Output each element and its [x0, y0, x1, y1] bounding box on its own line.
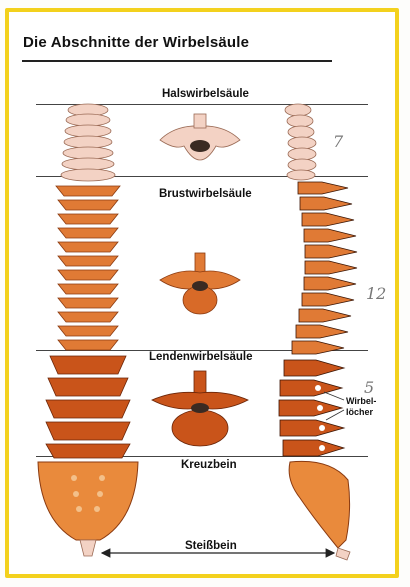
- side-coccyx: [336, 548, 350, 560]
- front-sacrum: [38, 462, 138, 540]
- front-spine-view: [38, 104, 138, 556]
- side-lumbar-vertebrae: [279, 360, 344, 456]
- side-thoracic-vertebrae: [292, 182, 357, 354]
- front-cervical-vertebrae: [61, 104, 115, 181]
- front-lumbar-vertebrae: [46, 356, 130, 458]
- front-coccyx: [80, 540, 96, 556]
- front-thoracic-vertebrae: [56, 186, 120, 350]
- cervical-vertebra-detail: [160, 114, 240, 160]
- side-cervical-vertebrae: [285, 104, 316, 180]
- thoracic-vertebra-detail: [160, 253, 240, 314]
- lumbar-vertebra-detail: [152, 371, 248, 446]
- side-spine-view: [279, 104, 357, 560]
- side-sacrum: [289, 461, 349, 548]
- label-steissbein: Steißbein: [182, 540, 240, 552]
